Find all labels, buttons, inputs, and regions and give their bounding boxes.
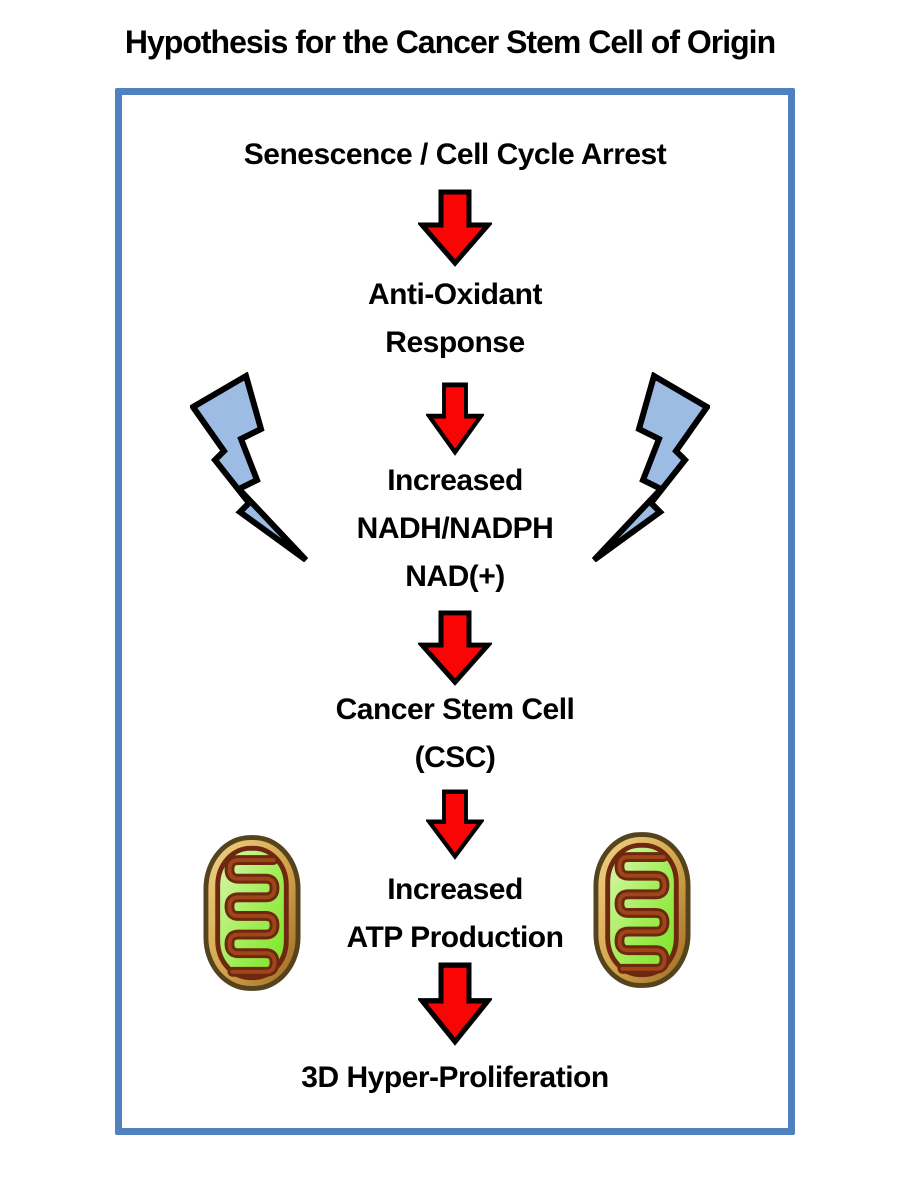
node-nadh-line: NADH/NADPH bbox=[356, 512, 554, 545]
node-nadh-line: Increased bbox=[387, 464, 523, 497]
node-nadh: Increased NADH/NADPH NAD(+) bbox=[115, 457, 795, 601]
node-csc: Cancer Stem Cell (CSC) bbox=[115, 686, 795, 782]
node-atp-line: Increased bbox=[387, 873, 523, 906]
node-proliferation: 3D Hyper-Proliferation bbox=[115, 1054, 795, 1102]
node-proliferation-line: 3D Hyper-Proliferation bbox=[301, 1061, 609, 1094]
node-atp: Increased ATP Production bbox=[115, 866, 795, 962]
node-antioxidant: Anti-Oxidant Response bbox=[115, 271, 795, 367]
node-atp-line: ATP Production bbox=[346, 921, 564, 954]
node-antioxidant-line: Response bbox=[385, 326, 525, 359]
node-nadh-line: NAD(+) bbox=[405, 560, 505, 593]
node-csc-line: Cancer Stem Cell bbox=[335, 693, 575, 726]
red-block-arrow-down-icon bbox=[418, 962, 492, 1046]
node-senescence: Senescence / Cell Cycle Arrest bbox=[115, 131, 795, 179]
red-block-arrow-down-icon bbox=[418, 189, 492, 267]
red-block-arrow-down-icon bbox=[426, 382, 484, 456]
node-antioxidant-line: Anti-Oxidant bbox=[368, 278, 543, 311]
node-senescence-line: Senescence / Cell Cycle Arrest bbox=[243, 138, 667, 171]
red-block-arrow-down-icon bbox=[418, 610, 492, 686]
node-csc-line: (CSC) bbox=[414, 741, 496, 774]
red-block-arrow-down-icon bbox=[426, 789, 484, 860]
page-title: Hypothesis for the Cancer Stem Cell of O… bbox=[124, 24, 776, 60]
